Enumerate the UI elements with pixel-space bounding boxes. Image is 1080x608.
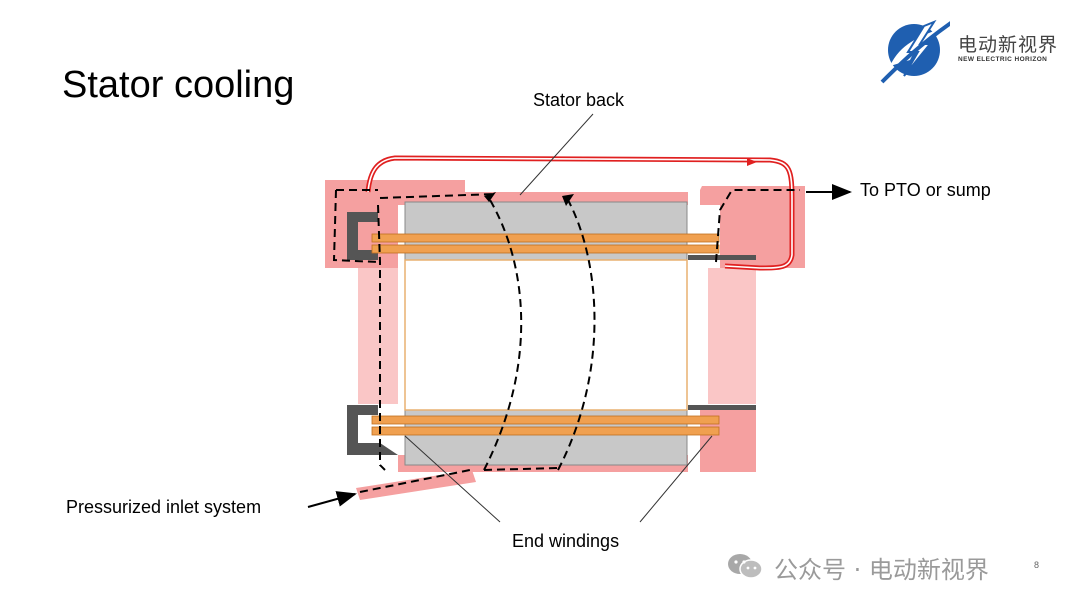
lightning-logo-icon [880,16,960,84]
page-title: Stator cooling [62,64,295,106]
stator-back-label: Stator back [533,90,625,110]
coolant-flow-paths [332,189,800,493]
housing [347,212,756,455]
brand-logo: 电动新视界 NEW ELECTRIC HORIZON [880,14,1075,84]
to-pto-label: To PTO or sump [860,180,991,200]
inlet-arrow [307,491,357,508]
end-windings-label: End windings [512,531,620,551]
page-number: 8 [1034,560,1040,570]
logo-english-name: NEW ELECTRIC HORIZON [958,56,1048,63]
coolant-return-pipe [365,155,795,271]
end-windings-leader-right [639,435,713,523]
wechat-icon [728,554,763,579]
end-windings-leader-left [404,435,501,523]
logo-chinese-name: 电动新视界 [958,34,1059,56]
inlet-label: Pressurized inlet system [66,497,262,517]
end-windings [371,233,720,436]
stator-back-leader [519,113,594,196]
watermark-text: 公众号 · 电动新视界 [774,556,989,584]
flow-arrowheads [484,192,574,206]
